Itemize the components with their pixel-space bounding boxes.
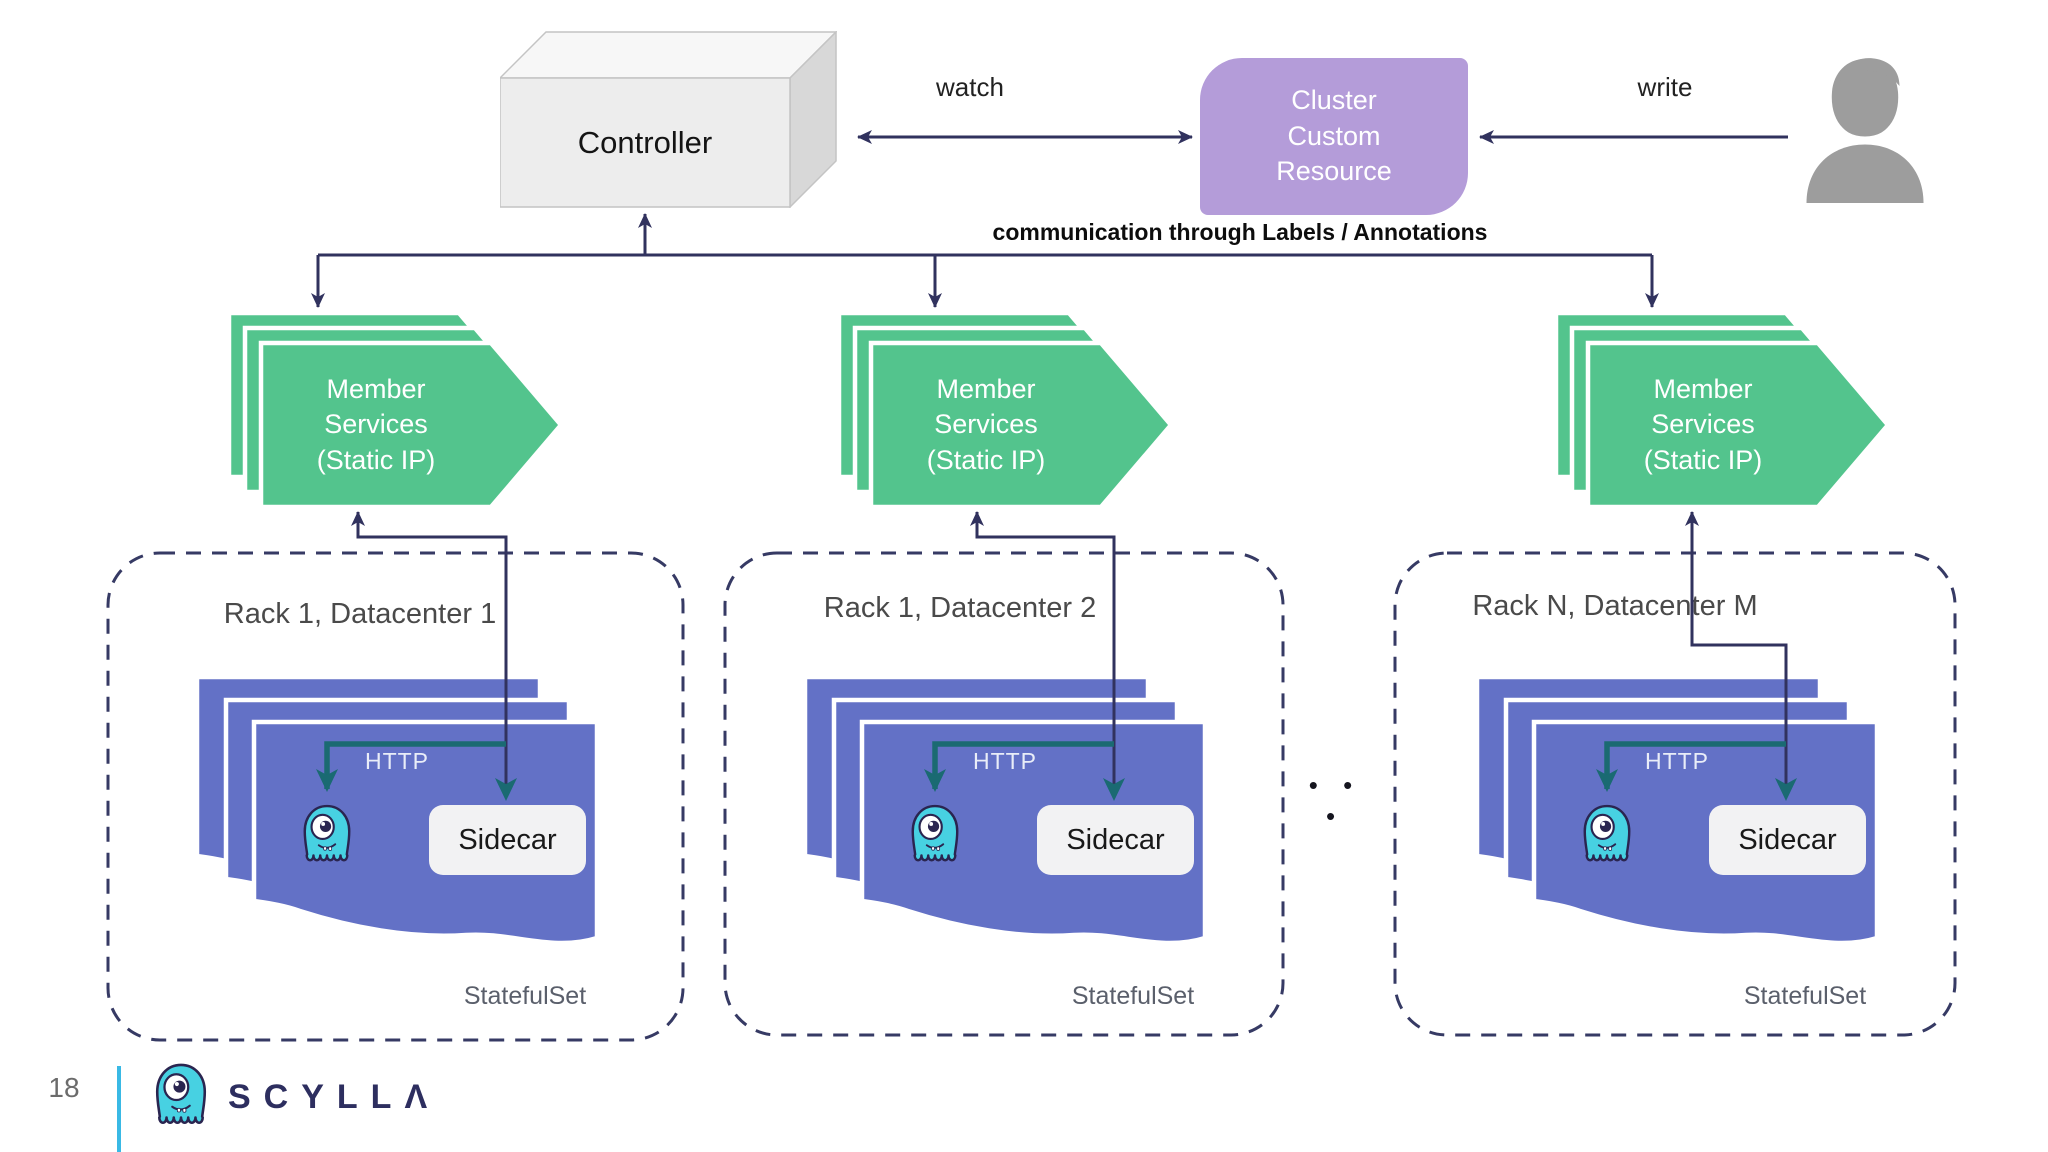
controller-box (500, 31, 837, 208)
http-label: HTTP (972, 748, 1038, 774)
sidecar-box: Sidecar (1037, 805, 1194, 875)
member-services-stack-1 (228, 312, 562, 508)
footer-divider (117, 1066, 121, 1152)
write-label: write (1637, 72, 1693, 102)
rack-label: Rack N, Datacenter M (1472, 590, 1758, 622)
sidecar-box: Sidecar (429, 805, 586, 875)
member-services-label: Member Services (Static IP) (1643, 374, 1763, 475)
rack-label: Rack 1, Datacenter 1 (223, 598, 497, 630)
http-label: HTTP (364, 748, 430, 774)
http-label: HTTP (1644, 748, 1710, 774)
cluster-custom-resource-box: Cluster Custom Resource (1200, 58, 1468, 215)
statefulset-label: StatefulSet (1071, 982, 1195, 1010)
statefulset-label: StatefulSet (463, 982, 587, 1010)
member-services-label: Member Services (Static IP) (926, 374, 1046, 475)
scylla-pod-icon (298, 800, 356, 876)
member-services-stack-3 (1555, 312, 1889, 508)
user-icon (1806, 58, 1924, 203)
scylla-pod-icon (906, 800, 964, 876)
controller-label: Controller (577, 124, 713, 160)
scylla-logo-icon (150, 1060, 212, 1138)
communication-label: communication through Labels / Annotatio… (992, 219, 1488, 245)
sidecar-box: Sidecar (1709, 805, 1866, 875)
watch-label: watch (936, 72, 1004, 102)
scylla-pod-icon (1578, 800, 1636, 876)
scylla-logo-text: SCYLLΛ (228, 1078, 441, 1116)
member-services-stack-2 (838, 312, 1172, 508)
statefulset-label: StatefulSet (1743, 982, 1867, 1010)
page-number: 18 (48, 1072, 80, 1103)
ellipsis: • • • (1308, 770, 1362, 831)
member-services-label: Member Services (Static IP) (316, 374, 436, 475)
rack-label: Rack 1, Datacenter 2 (823, 592, 1097, 624)
